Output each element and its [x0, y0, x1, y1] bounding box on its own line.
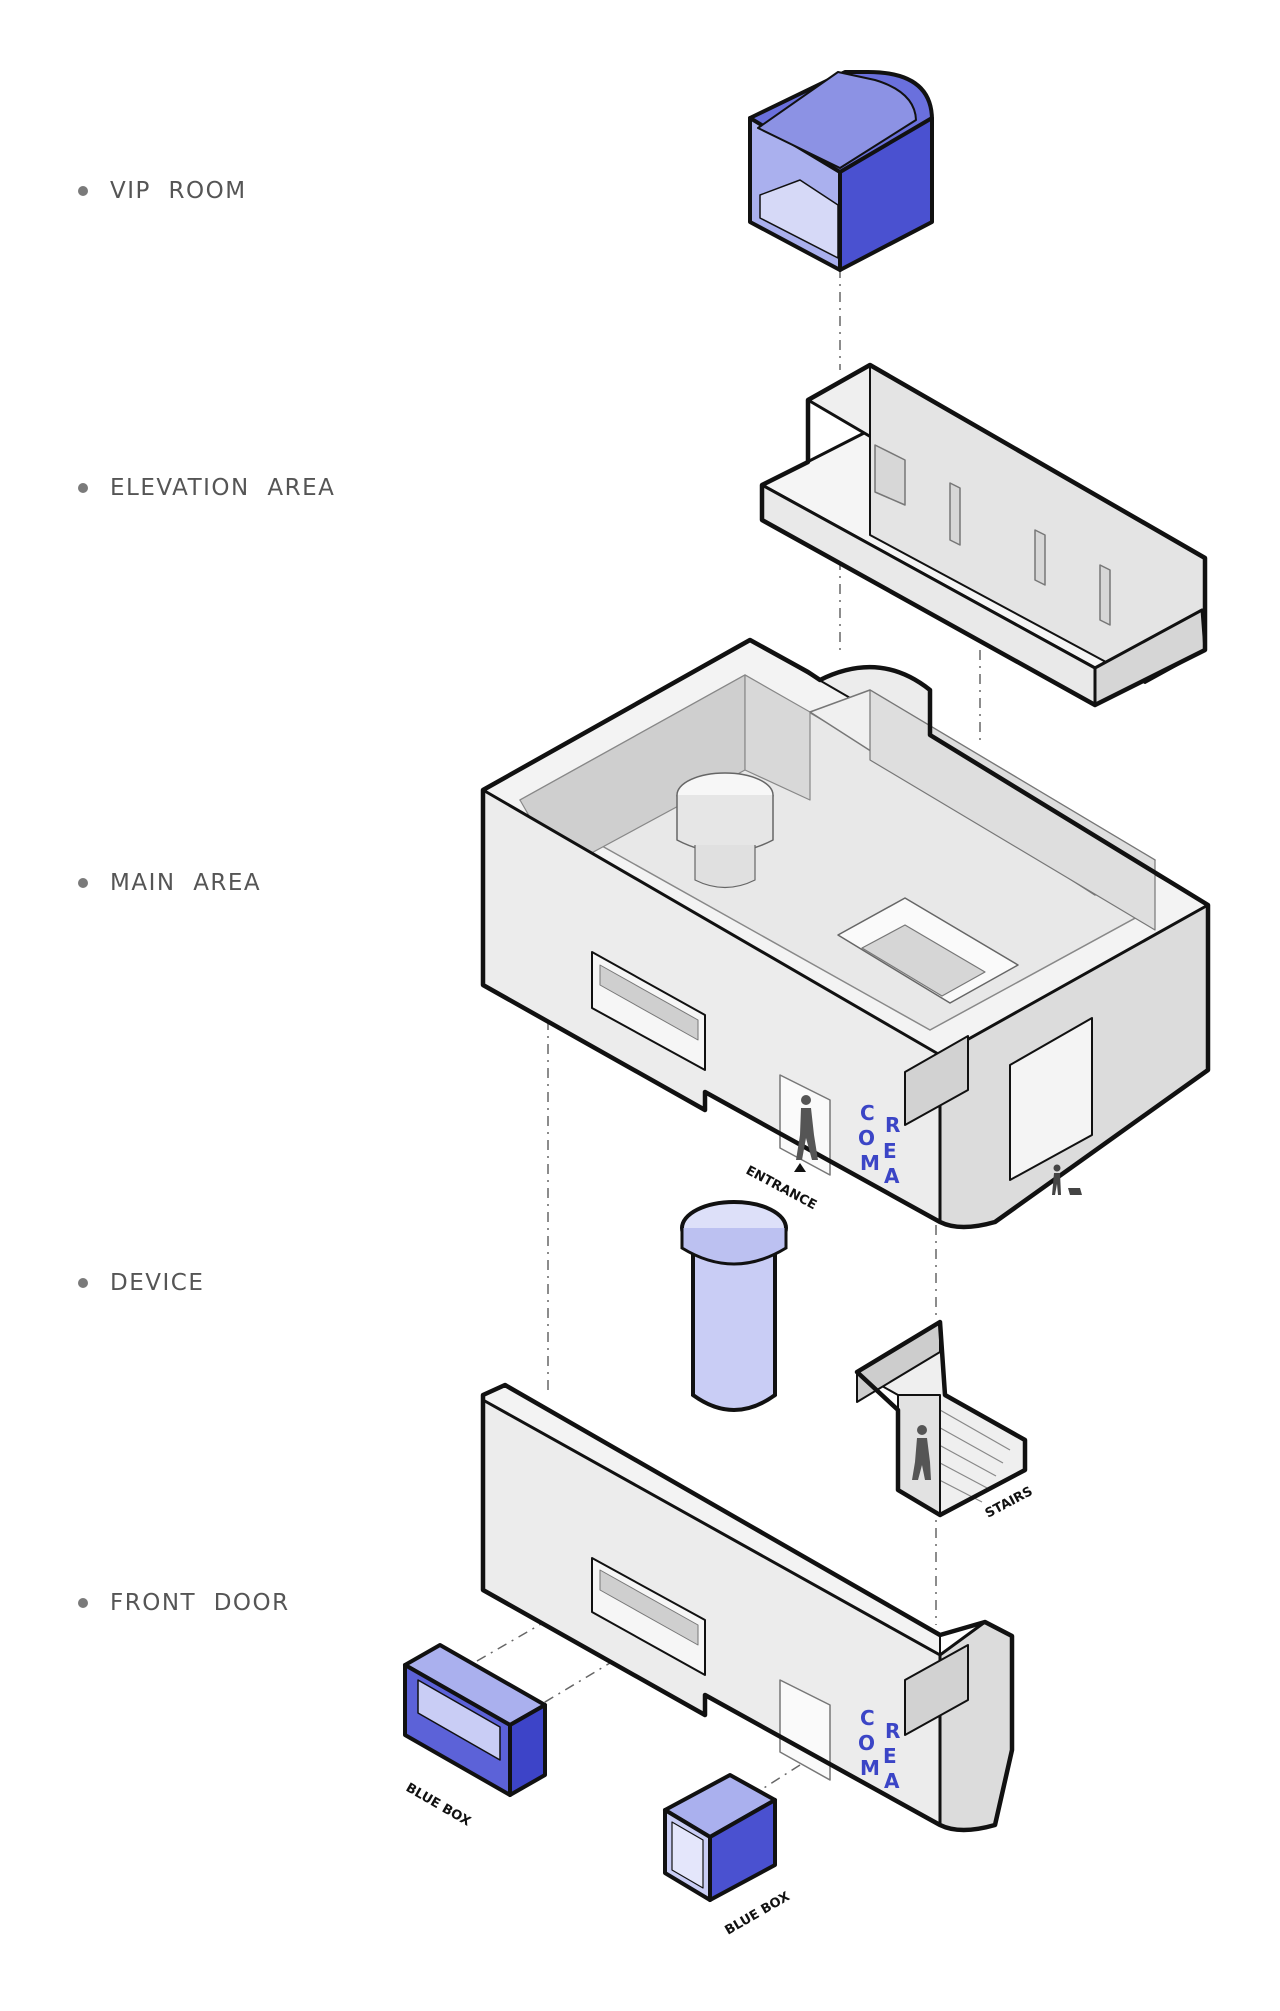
blue-box-label-2: BLUE BOX: [723, 1889, 793, 1938]
bullet-icon: [78, 483, 88, 493]
person-icon: [796, 1095, 818, 1160]
logo-glyph: C: [860, 1101, 875, 1125]
logo-glyph: E: [883, 1139, 897, 1163]
blue-box-label-1: BLUE BOX: [403, 1780, 473, 1829]
logo-glyph: O: [858, 1731, 875, 1755]
logo-glyph: M: [860, 1756, 880, 1780]
front-door-block: [480, 1382, 1015, 1833]
legend-label-elevation-area: ELEVATION AREA: [110, 475, 336, 501]
legend-front-door: FRONT DOOR: [78, 1590, 290, 1616]
crema-logo-front: C R O E M A: [858, 1706, 900, 1793]
stairs-block: [854, 1319, 1028, 1518]
legend-vip-room: VIP ROOM: [78, 178, 247, 204]
legend-main-area: MAIN AREA: [78, 870, 261, 896]
logo-glyph: R: [885, 1719, 900, 1743]
legend-device: DEVICE: [78, 1270, 204, 1296]
bullet-icon: [78, 1598, 88, 1608]
bullet-icon: [78, 878, 88, 888]
dog-walker-icon: [1052, 1164, 1082, 1195]
legend-label-vip-room: VIP ROOM: [110, 178, 247, 204]
bullet-icon: [78, 186, 88, 196]
entrance-arrow-icon: [794, 1163, 806, 1172]
logo-glyph: O: [858, 1126, 875, 1150]
logo-glyph: R: [885, 1113, 900, 1137]
logo-glyph: C: [860, 1706, 875, 1730]
logo-glyph: E: [883, 1744, 897, 1768]
device-cylinder: [680, 1200, 788, 1412]
person-on-stairs-icon: [912, 1425, 931, 1480]
logo-glyph: A: [884, 1769, 900, 1793]
bullet-icon: [78, 1278, 88, 1288]
legend-elevation-area: ELEVATION AREA: [78, 475, 335, 501]
elevation-area-block: [759, 362, 1208, 708]
legend-label-main-area: MAIN AREA: [110, 870, 262, 896]
logo-glyph: M: [860, 1151, 880, 1175]
crema-logo-main: C R O E M A: [858, 1101, 900, 1188]
legend-label-device: DEVICE: [110, 1270, 205, 1296]
logo-glyph: A: [884, 1164, 900, 1188]
legend-label-front-door: FRONT DOOR: [110, 1590, 290, 1616]
blue-box-small: [663, 1773, 777, 1902]
vip-room-block: [748, 70, 934, 272]
blue-box-large: [403, 1643, 547, 1797]
main-area-block: [480, 637, 1211, 1230]
